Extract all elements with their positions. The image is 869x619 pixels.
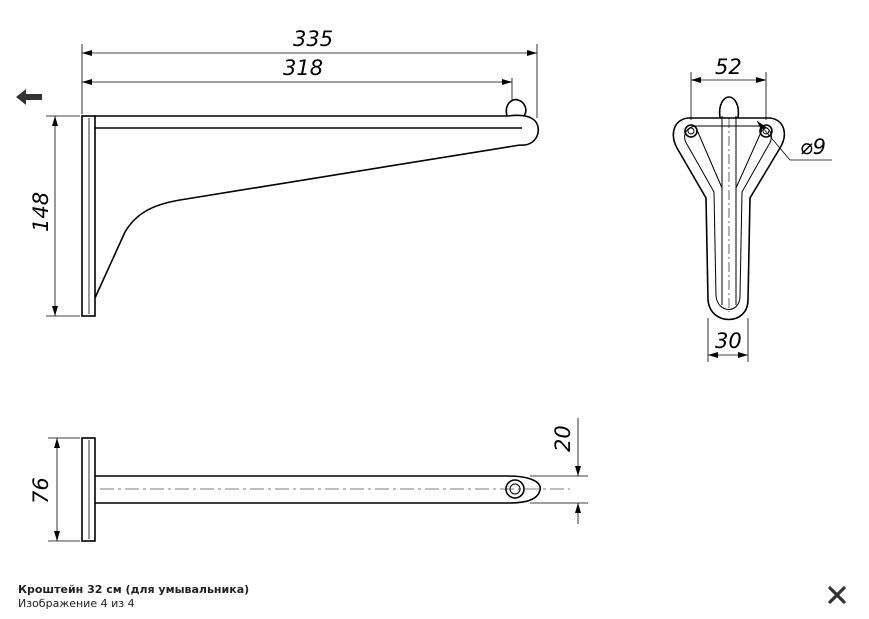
- top-view-dimensions: [48, 418, 588, 542]
- close-x-icon: [828, 586, 846, 604]
- dim-hole-offset: 20: [551, 425, 575, 452]
- front-view-dimensions: [690, 72, 832, 362]
- dim-plate-width: 76: [29, 477, 53, 504]
- image-caption: Кроштейн 32 см (для умывальника) Изображ…: [18, 583, 718, 611]
- dim-height: 148: [29, 192, 53, 232]
- dim-hole-diameter: ⌀9: [800, 135, 826, 159]
- dim-arm-length: 318: [283, 56, 323, 80]
- dim-overall-length: 335: [293, 27, 333, 51]
- front-view: [672, 96, 786, 321]
- caption-title: Кроштейн 32 см (для умывальника): [18, 583, 250, 596]
- dim-bottom-width: 30: [715, 329, 742, 353]
- side-view: [81, 98, 539, 317]
- arrow-left-icon: [16, 89, 42, 105]
- prev-image-button[interactable]: [12, 84, 46, 110]
- technical-drawing: 335 318 148: [29, 27, 832, 542]
- dim-top-width: 52: [715, 55, 742, 79]
- close-button[interactable]: [823, 582, 851, 608]
- top-view: [81, 437, 570, 542]
- image-counter: Изображение 4 из 4: [18, 597, 135, 610]
- side-view-dimensions: [46, 44, 538, 317]
